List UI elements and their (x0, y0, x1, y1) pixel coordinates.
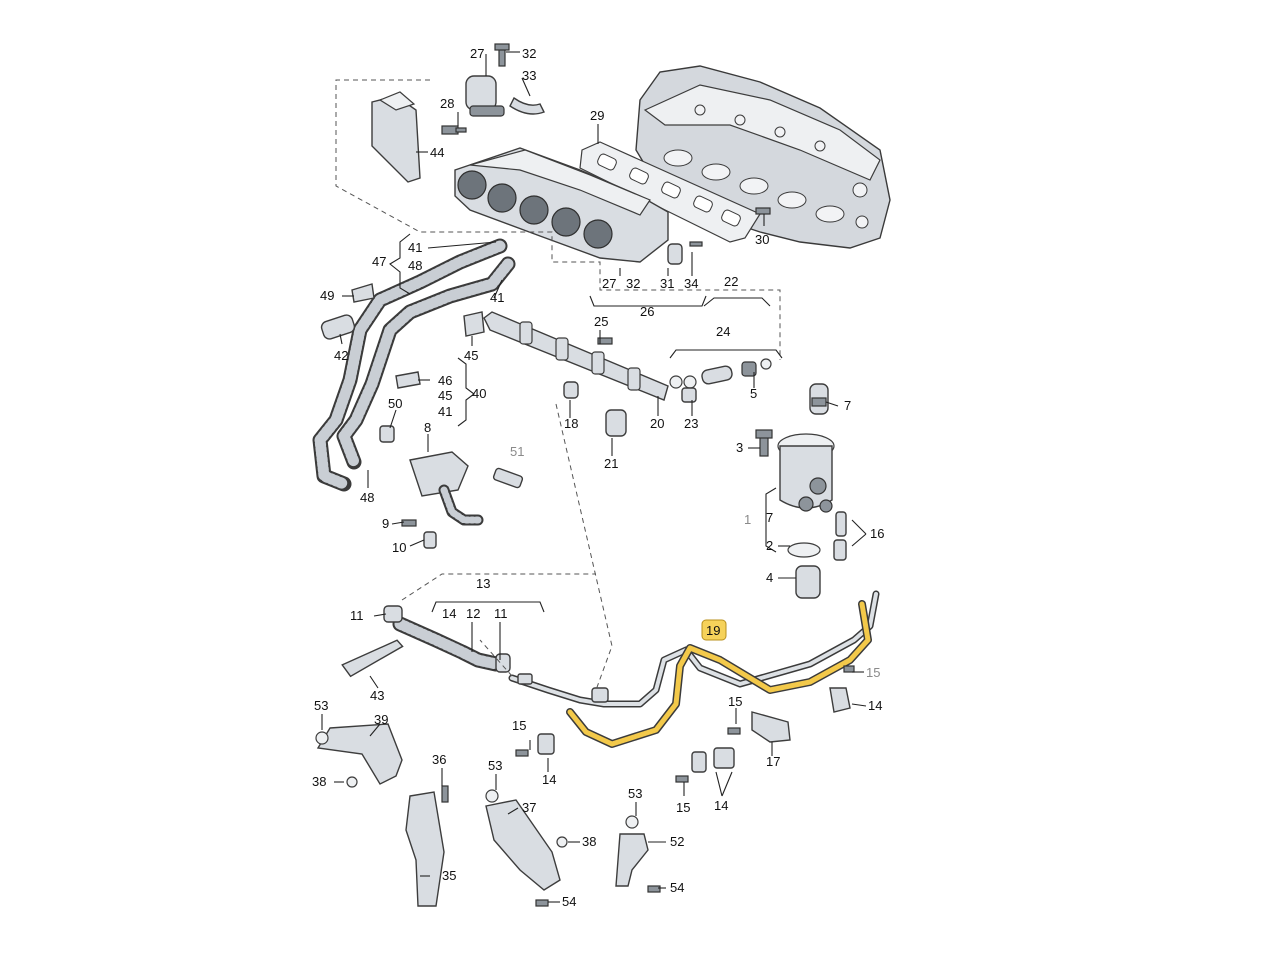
callout-14: 14 (542, 772, 556, 787)
leader-lines (321, 51, 867, 903)
highlight-badge-19 (701, 619, 727, 641)
callout-33: 33 (522, 68, 536, 83)
callout-26: 26 (640, 304, 654, 319)
callout-11: 11 (350, 608, 364, 623)
callout-41: 41 (438, 404, 452, 419)
callout-29: 29 (590, 108, 604, 123)
callout-30: 30 (755, 232, 769, 247)
callout-52: 52 (670, 834, 684, 849)
callout-7: 7 (766, 510, 773, 525)
callout-48: 48 (360, 490, 374, 505)
callout-15: 15 (866, 665, 880, 680)
callout-51: 51 (510, 444, 524, 459)
callout-24: 24 (716, 324, 730, 339)
callout-labels: 27 32 33 28 44 29 30 41 47 48 49 41 42 4… (312, 46, 884, 909)
callout-41: 41 (408, 240, 422, 255)
callout-14: 14 (442, 606, 456, 621)
callout-11: 11 (494, 606, 508, 621)
callout-43: 43 (370, 688, 384, 703)
callout-44: 44 (430, 145, 444, 160)
callout-7: 7 (844, 398, 851, 413)
callout-2: 2 (766, 538, 773, 553)
callout-54: 54 (670, 880, 684, 895)
callout-23: 23 (684, 416, 698, 431)
intake-manifold (454, 147, 669, 263)
callout-3: 3 (736, 440, 743, 455)
callout-35: 35 (442, 868, 456, 883)
vacuum-actuator (441, 43, 545, 135)
injectors (669, 358, 772, 403)
callout-53: 53 (314, 698, 328, 713)
callout-21: 21 (604, 456, 618, 471)
callout-36: 36 (432, 752, 446, 767)
callout-41: 41 (490, 290, 504, 305)
callout-8: 8 (424, 420, 431, 435)
callout-14: 14 (714, 798, 728, 813)
callout-32: 32 (626, 276, 640, 291)
cylinder-head (635, 65, 891, 249)
callout-48: 48 (408, 258, 422, 273)
callout-16: 16 (870, 526, 884, 541)
support-brackets (315, 723, 661, 907)
callout-38: 38 (312, 774, 326, 789)
callout-32: 32 (522, 46, 536, 61)
callout-54: 54 (562, 894, 576, 909)
callout-15: 15 (676, 800, 690, 815)
callout-45: 45 (464, 348, 478, 363)
callout-1: 1 (744, 512, 751, 527)
callout-25: 25 (594, 314, 608, 329)
callout-37: 37 (522, 800, 536, 815)
heat-shield (371, 91, 421, 183)
callout-39: 39 (374, 712, 388, 727)
callout-49: 49 (320, 288, 334, 303)
callout-46: 46 (438, 373, 452, 388)
callout-10: 10 (392, 540, 406, 555)
callout-38: 38 (582, 834, 596, 849)
callout-27: 27 (602, 276, 616, 291)
callout-17: 17 (766, 754, 780, 769)
dashed-assembly-lines (335, 79, 781, 691)
callout-22: 22 (724, 274, 738, 289)
vacuum-hoses (312, 238, 524, 549)
callout-18: 18 (564, 416, 578, 431)
callout-50: 50 (388, 396, 402, 411)
sensor-parts (667, 207, 771, 265)
callout-28: 28 (440, 96, 454, 111)
callout-45: 45 (438, 388, 452, 403)
fuel-rail (483, 311, 669, 437)
callout-34: 34 (684, 276, 698, 291)
callout-19: 19 (706, 623, 720, 638)
callout-13: 13 (476, 576, 490, 591)
callout-15: 15 (512, 718, 526, 733)
callout-53: 53 (628, 786, 642, 801)
fuel-lines (383, 590, 880, 748)
intake-gasket (579, 141, 761, 243)
callout-42: 42 (334, 348, 348, 363)
callout-40: 40 (472, 386, 486, 401)
callout-4: 4 (766, 570, 773, 585)
callout-14: 14 (868, 698, 882, 713)
callout-47: 47 (372, 254, 386, 269)
callout-15: 15 (728, 694, 742, 709)
callout-31: 31 (660, 276, 674, 291)
callout-9: 9 (382, 516, 389, 531)
callout-53: 53 (488, 758, 502, 773)
callout-27: 27 (470, 46, 484, 61)
high-pressure-pump (755, 383, 847, 599)
callout-12: 12 (466, 606, 480, 621)
callout-5: 5 (750, 386, 757, 401)
callout-20: 20 (650, 416, 664, 431)
clips-and-brackets (341, 639, 855, 783)
